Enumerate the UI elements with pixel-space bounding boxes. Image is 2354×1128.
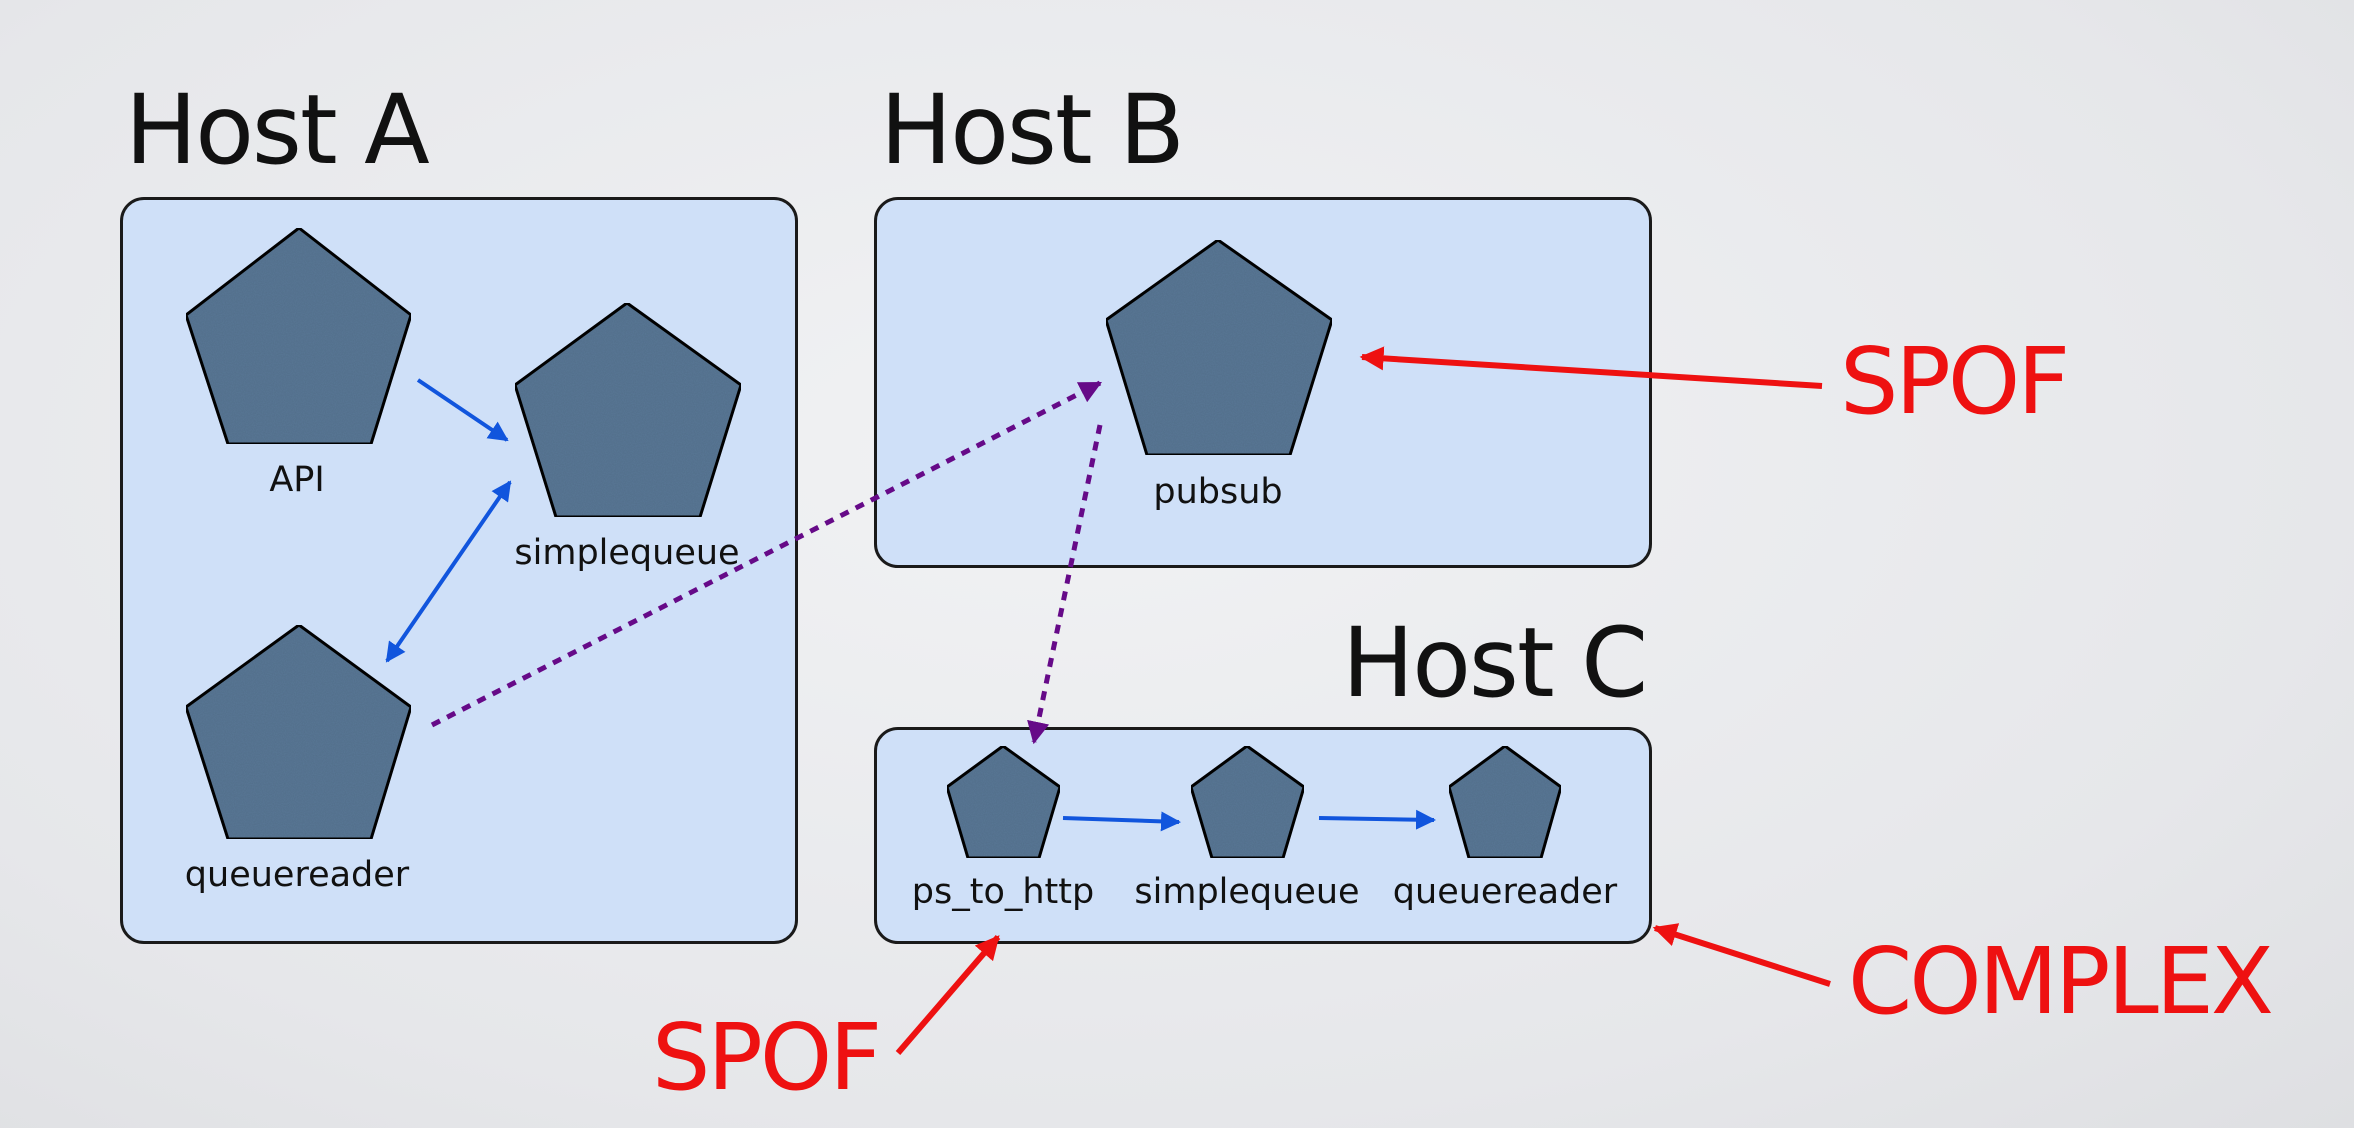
simplequeue-c-label: simplequeue xyxy=(1134,872,1360,912)
simplequeue-a-label: simplequeue xyxy=(514,533,740,573)
arrow-complex xyxy=(1652,923,1831,987)
queuereader-c-label: queuereader xyxy=(1392,872,1618,912)
arrow-queuereader-to-pubsub xyxy=(430,380,1103,728)
api-label: API xyxy=(269,460,325,500)
arrow-spof-pubsub xyxy=(1359,346,1823,389)
pubsub-node-pentagon-icon xyxy=(1104,238,1334,457)
host-b-title: Host B xyxy=(880,74,1185,186)
queuereader-a-node-pentagon-icon xyxy=(184,623,413,841)
ps-to-http-label: ps_to_http xyxy=(911,872,1095,912)
arrow-ps-to-http-to-simplequeue xyxy=(1062,811,1181,832)
spof-pubsub-callout: SPOF xyxy=(1840,328,2070,435)
api-node-pentagon-icon xyxy=(184,226,413,446)
arrow-api-to-simplequeue xyxy=(416,378,509,442)
arrow-simplequeue-to-queuereader xyxy=(1318,809,1436,830)
host-c-title: Host C xyxy=(1342,607,1648,719)
complex-callout: COMPLEX xyxy=(1848,928,2274,1035)
arrow-spof-ps-to-http xyxy=(895,935,1001,1055)
pubsub-label: pubsub xyxy=(1153,472,1283,512)
ps-to-http-node-pentagon-icon xyxy=(945,744,1062,860)
simplequeue-a-node-pentagon-icon xyxy=(513,301,743,519)
spof-ps-to-http-callout: SPOF xyxy=(652,1004,882,1111)
arrow-pubsub-to-ps-to-http xyxy=(1027,424,1103,745)
queuereader-a-label: queuereader xyxy=(184,855,410,895)
simplequeue-c-node-pentagon-icon xyxy=(1189,744,1306,860)
arrow-simplequeue-queuereader xyxy=(385,480,512,663)
queuereader-c-node-pentagon-icon xyxy=(1447,744,1563,860)
host-a-title: Host A xyxy=(125,74,430,186)
